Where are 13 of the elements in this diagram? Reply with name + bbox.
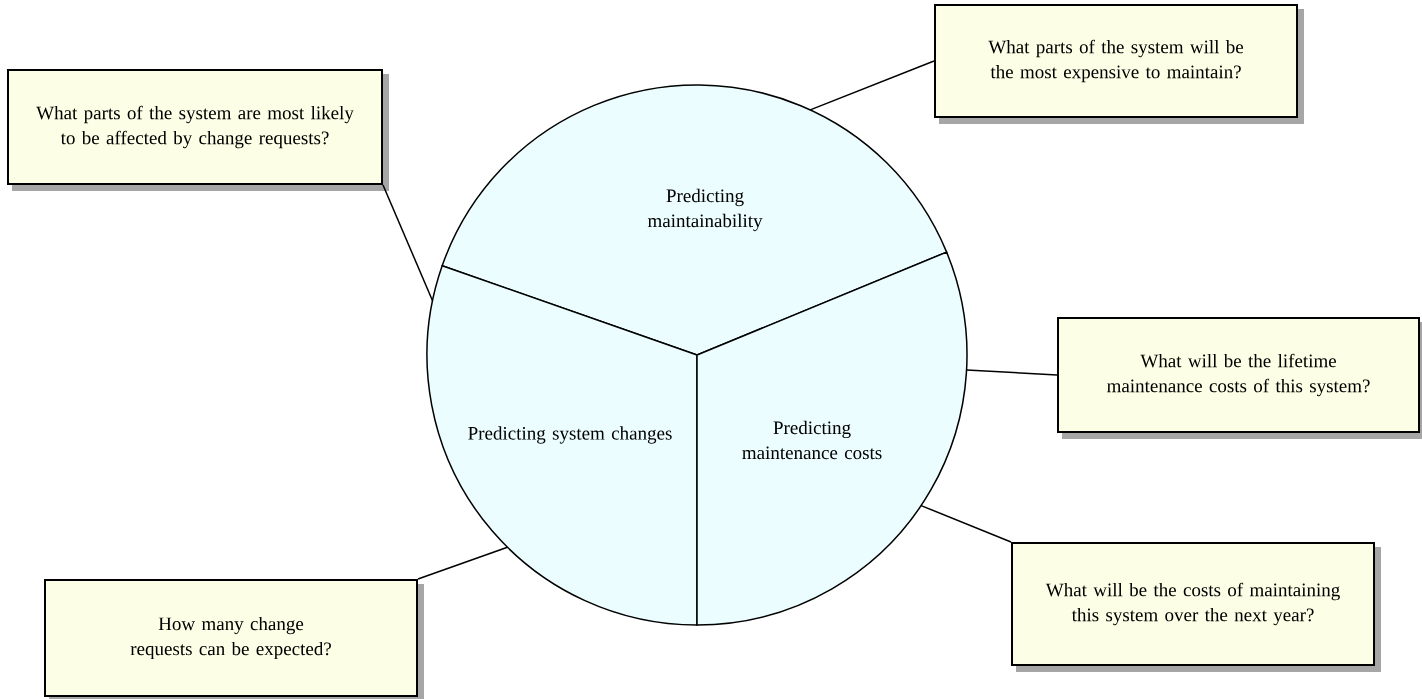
question-box: What will be the lifetime maintenance costs of this system?: [1057, 317, 1422, 439]
connector-line: [965, 369, 1058, 376]
connector-line: [920, 504, 1012, 543]
connector-line: [382, 184, 434, 302]
question-box: What will be the costs of maintaining this system over the next year?: [1011, 542, 1381, 672]
question-box: How many change requests can be expected?: [44, 579, 424, 699]
question-box: What parts of the system are most likely to be affected by change requests?: [7, 69, 389, 191]
connector-line: [417, 546, 509, 580]
pie-sector: Predicting system changes: [426, 265, 698, 626]
pie-sector: Predicting maintainability: [441, 84, 948, 356]
question-box: What parts of the system will be the most expensive to maintain?: [934, 4, 1304, 124]
pie-sector: Predicting maintenance costs: [696, 251, 968, 626]
connector-line: [809, 60, 935, 111]
